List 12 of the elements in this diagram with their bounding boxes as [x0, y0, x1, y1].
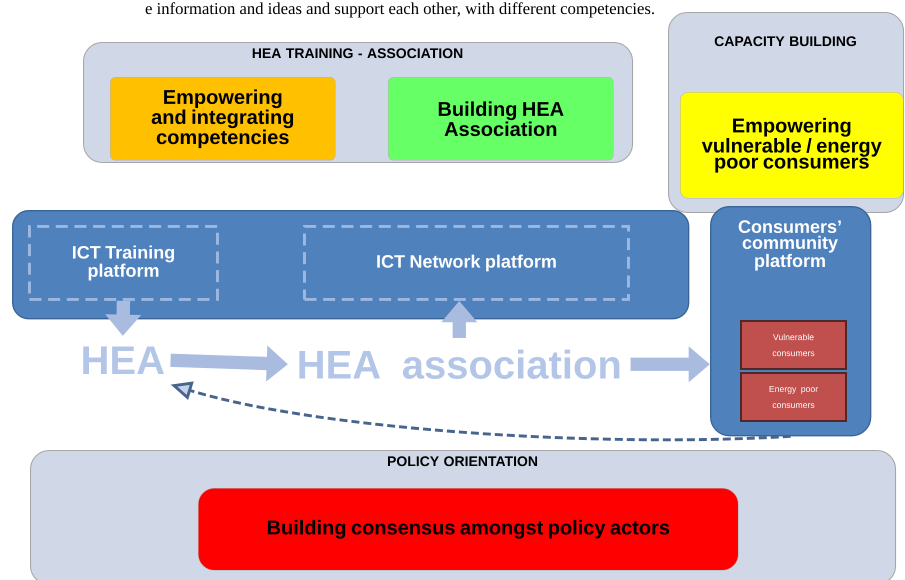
dashed-box: ICT Network platform — [303, 224, 630, 301]
consumer-box: Energy poor consumers — [740, 372, 847, 422]
process-box: Empowering and integrating competencies — [110, 77, 336, 161]
consumer-box: Vulnerable consumers — [740, 320, 847, 370]
large-text: HEA — [83, 346, 164, 374]
text-line: e information and ideas and support each other, with different competencies. — [146, 2, 654, 18]
process-box: Empowering vulnerable / energy poor consumers — [680, 92, 904, 199]
dashed-box: ICT Training platform — [28, 224, 219, 301]
platform-band — [12, 210, 690, 320]
process-box: Building HEA Association — [388, 77, 614, 161]
large-text: HEA association — [299, 350, 620, 379]
process-box: Building consensus amongst policy actors — [198, 488, 739, 571]
